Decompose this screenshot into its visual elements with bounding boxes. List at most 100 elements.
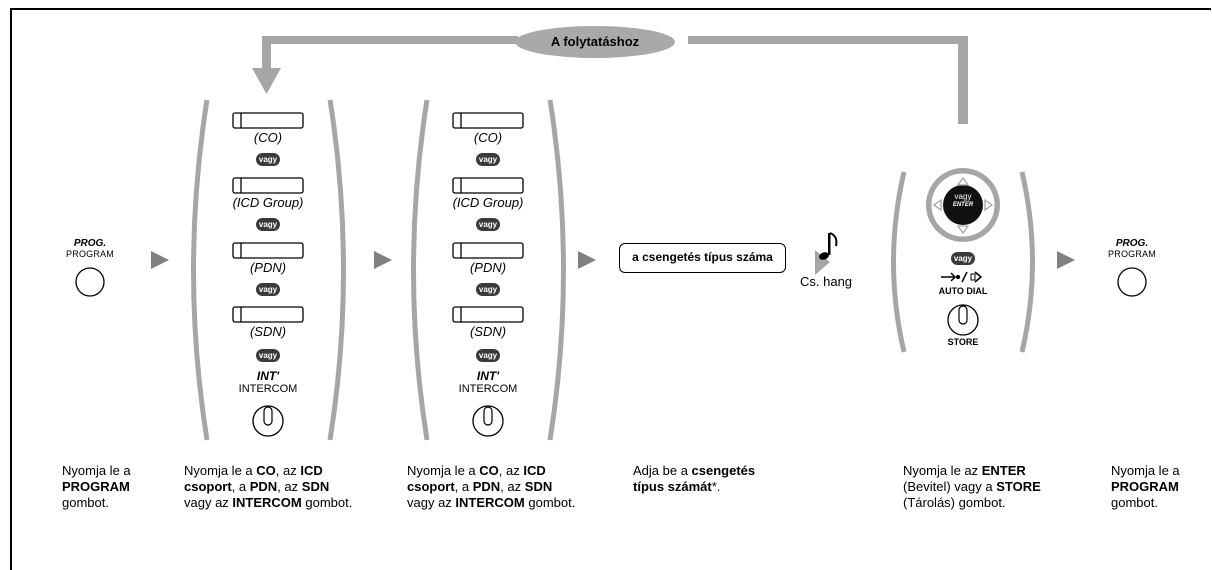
or-badge: vagy bbox=[256, 218, 280, 231]
prog-abbrev: PROG. bbox=[73, 238, 107, 249]
enter-key-label: vagy ENTER bbox=[951, 193, 975, 209]
or-badge: vagy bbox=[256, 153, 280, 166]
continue-loop-arrow bbox=[252, 36, 968, 124]
desc-text: Nyomja le a bbox=[407, 463, 480, 478]
desc-bold: csengetés bbox=[691, 463, 756, 478]
prog-full: PROGRAM bbox=[1108, 249, 1156, 259]
bracket-left-2 bbox=[411, 99, 430, 441]
or-badge: vagy bbox=[256, 283, 280, 296]
desc-line: Nyomja le az ENTER bbox=[903, 463, 1083, 479]
line-keys-1 bbox=[232, 112, 304, 323]
desc-text: Adja be a bbox=[633, 463, 692, 478]
desc-line: vagy az INTERCOM gombot. bbox=[184, 495, 399, 511]
key-label-sdn: (SDN) bbox=[469, 324, 507, 339]
desc-line: PROGRAM bbox=[1111, 479, 1206, 495]
desc-text: Nyomja le az bbox=[903, 463, 982, 478]
continue-label: A folytatáshoz bbox=[515, 26, 675, 58]
desc-text: Nyomja le a bbox=[184, 463, 257, 478]
intercom-abbrev: INT' bbox=[256, 369, 280, 383]
enter-text: ENTER bbox=[952, 202, 974, 208]
store-button bbox=[947, 304, 979, 336]
desc-line: Nyomja le a CO, az ICD bbox=[184, 463, 399, 479]
desc-text: , az bbox=[500, 479, 525, 494]
navigator-enter-key bbox=[926, 168, 1000, 242]
tone-note-icon bbox=[815, 232, 838, 275]
desc-line: Nyomja le a bbox=[1111, 463, 1180, 478]
flow-arrow-3 bbox=[578, 251, 596, 269]
intercom-label: INTERCOM bbox=[238, 383, 298, 395]
desc-bold: PROGRAM bbox=[1111, 479, 1179, 494]
or-badge: vagy bbox=[476, 218, 500, 231]
desc-bold: SDN bbox=[301, 479, 330, 494]
flow-arrow-4 bbox=[1057, 251, 1075, 269]
or-badge: vagy bbox=[476, 349, 500, 362]
or-badge: vagy bbox=[951, 252, 975, 265]
desc-line: gombot. bbox=[1111, 495, 1158, 510]
desc-text: , az bbox=[275, 463, 301, 478]
desc-bold: INTERCOM bbox=[232, 495, 302, 510]
or-badge: vagy bbox=[256, 349, 280, 362]
desc-bold: STORE bbox=[996, 479, 1041, 494]
desc-bold: ICD bbox=[300, 463, 323, 478]
desc-program-end: Nyomja le a PROGRAM gombot. bbox=[1111, 463, 1206, 511]
program-label-start: PROG. PROGRAM bbox=[50, 238, 130, 259]
key-label-pdn: (PDN) bbox=[469, 260, 507, 275]
desc-text: vagy az bbox=[407, 495, 456, 510]
tone-label: Cs. hang bbox=[800, 274, 853, 289]
desc-line: vagy az INTERCOM gombot. bbox=[407, 495, 622, 511]
key-label-pdn: (PDN) bbox=[249, 260, 287, 275]
desc-bold: típus számát bbox=[633, 479, 712, 494]
desc-text: vagy az bbox=[184, 495, 233, 510]
line-keys-2 bbox=[452, 112, 524, 323]
auto-dial-icon bbox=[941, 271, 983, 283]
desc-line: típus számát*. bbox=[633, 479, 813, 495]
desc-bold: INTERCOM bbox=[455, 495, 525, 510]
desc-program-start: Nyomja le a PROGRAM gombot. bbox=[62, 463, 131, 511]
or-badge: vagy bbox=[476, 283, 500, 296]
desc-line: csoport, a PDN, az SDN bbox=[407, 479, 622, 495]
desc-bold: ICD bbox=[523, 463, 546, 478]
desc-line: csoport, a PDN, az SDN bbox=[184, 479, 399, 495]
desc-line: (Bevitel) vagy a STORE bbox=[903, 479, 1083, 495]
desc-store: Nyomja le az ENTER (Bevitel) vagy a STOR… bbox=[903, 463, 1083, 511]
desc-text: , az bbox=[277, 479, 302, 494]
desc-text: gombot. bbox=[524, 495, 576, 510]
bracket-right-2 bbox=[547, 99, 566, 441]
key-label-co: (CO) bbox=[253, 130, 283, 145]
intercom-button-2 bbox=[472, 405, 504, 437]
desc-line: Adja be a csengetés bbox=[633, 463, 813, 479]
desc-ring-type: Adja be a csengetés típus számát*. bbox=[633, 463, 813, 495]
prog-abbrev: PROG. bbox=[1115, 238, 1149, 249]
program-button-end bbox=[1117, 267, 1147, 297]
desc-line: Nyomja le a bbox=[62, 463, 131, 478]
key-label-co: (CO) bbox=[473, 130, 503, 145]
key-label-icd-group: (ICD Group) bbox=[232, 195, 304, 210]
desc-line: (Tárolás) gombot. bbox=[903, 495, 1006, 510]
bracket-left-1 bbox=[191, 99, 210, 441]
store-label: STORE bbox=[947, 337, 979, 347]
intercom-label: INTERCOM bbox=[458, 383, 518, 395]
desc-bold: csoport bbox=[184, 479, 232, 494]
prog-full: PROGRAM bbox=[66, 249, 114, 259]
desc-bold: SDN bbox=[524, 479, 553, 494]
desc-line: Nyomja le a CO, az ICD bbox=[407, 463, 622, 479]
bracket-right-1 bbox=[327, 99, 346, 441]
desc-text: gombot. bbox=[301, 495, 353, 510]
desc-text: , a bbox=[454, 479, 473, 494]
desc-bold: CO bbox=[256, 463, 276, 478]
auto-dial-label: AUTO DIAL bbox=[938, 286, 988, 296]
desc-bold: PDN bbox=[472, 479, 501, 494]
program-label-end: PROG. PROGRAM bbox=[1092, 238, 1172, 259]
bracket-right-3 bbox=[1019, 171, 1035, 353]
flow-arrow-1 bbox=[151, 251, 169, 269]
intercom-button-1 bbox=[252, 405, 284, 437]
enter-or: vagy bbox=[954, 192, 972, 201]
desc-text: (Bevitel) vagy a bbox=[903, 479, 997, 494]
desc-line: PROGRAM bbox=[62, 479, 131, 495]
desc-text: , az bbox=[498, 463, 524, 478]
or-badge: vagy bbox=[476, 153, 500, 166]
frame-border bbox=[10, 8, 1211, 570]
ring-type-number-box: a csengetés típus száma bbox=[619, 243, 786, 273]
